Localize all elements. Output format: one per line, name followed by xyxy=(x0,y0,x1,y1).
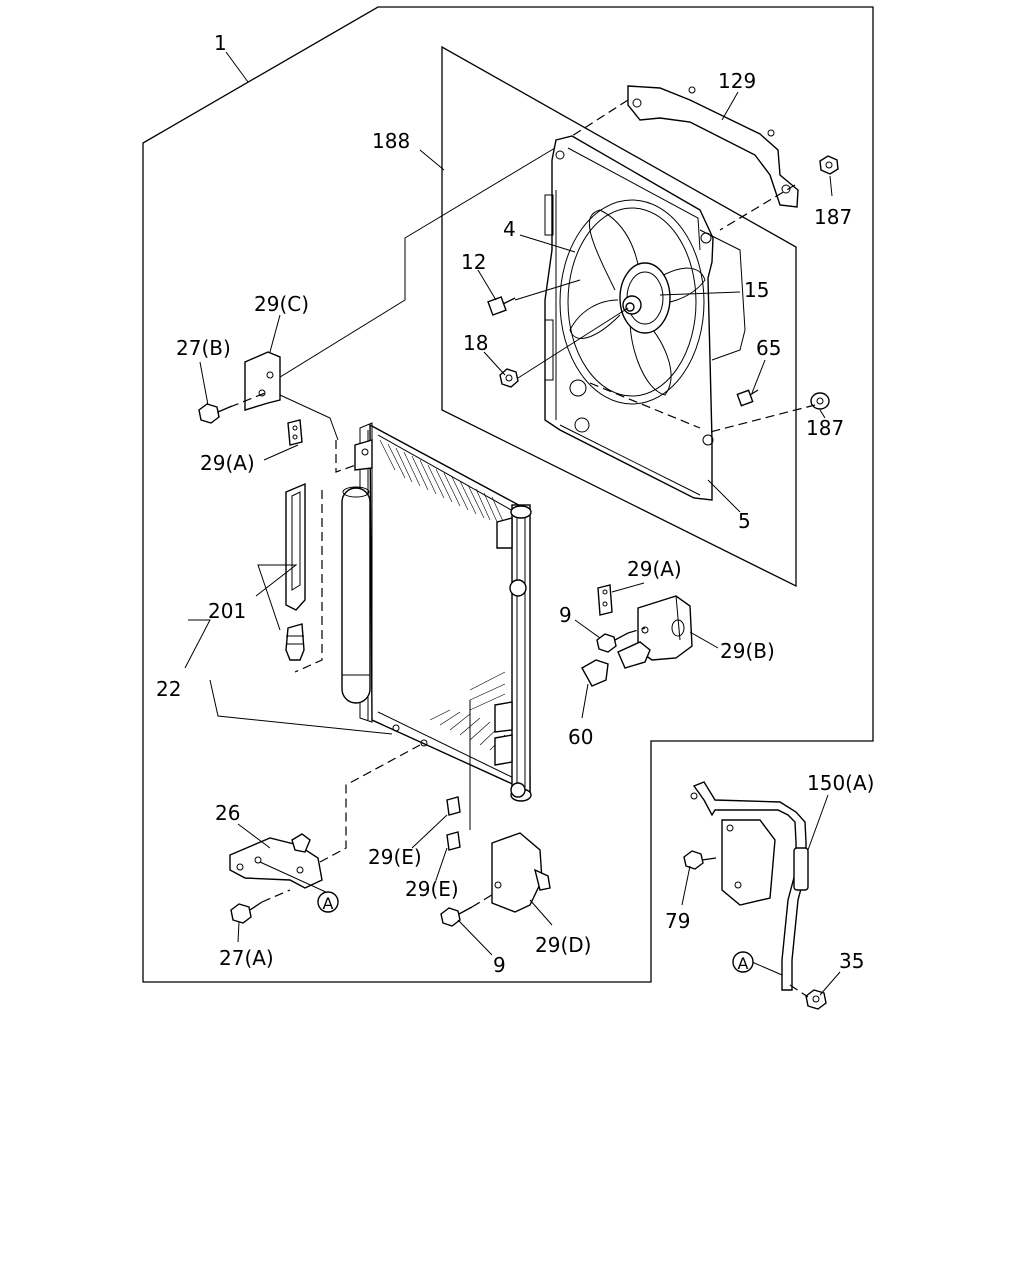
clip-29e-1 xyxy=(446,796,461,816)
callout-5: 5 xyxy=(738,509,751,533)
bracket-29c xyxy=(244,351,339,441)
callout-29c: 29(C) xyxy=(254,292,309,316)
upper-bracket xyxy=(627,85,799,208)
circle-a-label-2: A xyxy=(738,954,749,973)
alignment-line-upper xyxy=(719,184,796,231)
callout-27a: 27(A) xyxy=(219,946,274,970)
circle-a-marker-2: A xyxy=(732,951,754,973)
washer-nut-187-mid xyxy=(810,392,830,410)
guide-line-29d xyxy=(471,892,496,908)
bracket-29d xyxy=(491,832,551,913)
alignment-line-129 xyxy=(571,99,629,137)
callout-26: 26 xyxy=(215,801,240,825)
condenser-fins xyxy=(379,439,507,751)
callout-29a-right: 29(A) xyxy=(627,557,682,581)
callout-1: 1 xyxy=(214,31,227,55)
part-60 xyxy=(581,641,651,687)
guide-line-26-condenser xyxy=(319,744,421,863)
callout-12: 12 xyxy=(461,250,486,274)
hose-assembly-150a xyxy=(690,781,809,991)
callout-188: 188 xyxy=(372,129,410,153)
callout-29e-2: 29(E) xyxy=(405,877,459,901)
circle-a-label-1: A xyxy=(323,894,334,913)
guide-line-12-fan xyxy=(514,279,581,301)
callout-22: 22 xyxy=(156,677,181,701)
callout-65: 65 xyxy=(756,336,781,360)
bolt-9-bottom xyxy=(440,906,473,927)
bracket-26 xyxy=(229,833,323,889)
callout-187-mid: 187 xyxy=(806,416,844,440)
circle-a-marker-1: A xyxy=(317,891,339,913)
clip-29e-2 xyxy=(446,831,461,851)
fan-shroud-subassembly-outline xyxy=(441,45,797,588)
nut-187-top xyxy=(819,155,839,175)
receiver-drier xyxy=(341,486,371,704)
callout-35: 35 xyxy=(839,949,864,973)
alignment-line-lower xyxy=(709,404,816,433)
guide-line-35 xyxy=(789,984,809,998)
callout-79: 79 xyxy=(665,909,690,933)
callout-150a: 150(A) xyxy=(807,771,874,795)
callout-15: 15 xyxy=(744,278,769,302)
callout-29e-1: 29(E) xyxy=(368,845,422,869)
callout-29b: 29(B) xyxy=(720,639,775,663)
guide-line-bracket-29b xyxy=(627,627,646,634)
callout-18: 18 xyxy=(463,331,488,355)
guide-line-27b xyxy=(229,392,266,408)
bolt-27a xyxy=(230,901,263,924)
bolt-79 xyxy=(683,850,717,870)
callout-187-top: 187 xyxy=(814,205,852,229)
filter-element-201 xyxy=(285,482,306,661)
guide-line-27a xyxy=(261,889,291,903)
callout-9-bottom: 9 xyxy=(493,953,506,977)
nut-35 xyxy=(805,989,827,1010)
callout-27b: 27(B) xyxy=(176,336,231,360)
callout-29d: 29(D) xyxy=(535,933,591,957)
callout-29a-left: 29(A) xyxy=(200,451,255,475)
clip-29a-left xyxy=(287,419,303,446)
callout-129: 129 xyxy=(718,69,756,93)
leader-lines xyxy=(184,51,841,996)
callout-4: 4 xyxy=(503,217,516,241)
bolt-65 xyxy=(736,389,759,407)
guide-line-18-fan xyxy=(517,307,629,379)
alignment-line-bottom xyxy=(589,382,701,429)
bolt-12 xyxy=(487,296,516,316)
clip-29a-right xyxy=(597,584,613,616)
callout-201: 201 xyxy=(208,599,246,623)
guide-line-29c-down xyxy=(335,440,357,473)
condenser-core xyxy=(354,422,532,802)
callout-60: 60 xyxy=(568,725,593,749)
filter-group-dash-left xyxy=(294,490,323,673)
assembly-outline xyxy=(142,6,874,983)
guide-line-29c-shroud xyxy=(271,147,556,383)
callout-9-right: 9 xyxy=(559,603,572,627)
fan-assembly xyxy=(559,199,706,405)
nut-18 xyxy=(499,368,519,388)
bolt-9-right xyxy=(596,632,629,653)
bolt-27b xyxy=(198,403,233,424)
